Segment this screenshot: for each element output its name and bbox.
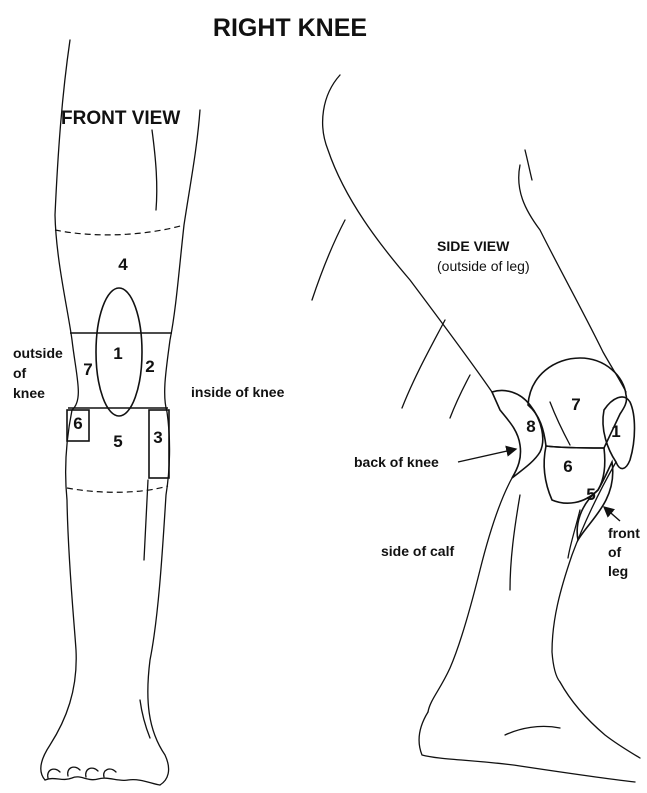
side-view-heading: SIDE VIEW xyxy=(437,238,510,254)
front-of-leg-label-line-2: of xyxy=(608,544,622,560)
front-zone-6: 6 xyxy=(73,414,82,433)
outside-label-line-1: outside xyxy=(13,345,63,361)
front-toes xyxy=(48,767,116,778)
front-zone-3: 3 xyxy=(153,428,162,447)
side-zone-6: 6 xyxy=(563,457,572,476)
side-zone-7-crease xyxy=(550,402,570,445)
side-zone-7: 7 xyxy=(571,395,580,414)
front-view: 4 1 2 7 6 3 5 FRONT VIEW outside of knee… xyxy=(13,40,285,785)
side-buttock-crease xyxy=(312,220,345,300)
side-of-calf-label: side of calf xyxy=(381,543,454,559)
side-calf-back-outline xyxy=(428,478,512,712)
front-shin-line xyxy=(144,480,148,560)
side-hamstring-line-2 xyxy=(450,375,470,418)
back-of-knee-arrow xyxy=(458,449,516,462)
front-of-leg-label-line-3: leg xyxy=(608,563,628,579)
side-view: 7 1 8 6 5 SIDE VIEW (outside of leg) bac… xyxy=(312,75,640,782)
side-zone-8: 8 xyxy=(526,417,535,436)
front-zone-5: 5 xyxy=(113,432,122,451)
front-thigh-crease xyxy=(152,130,157,210)
front-of-leg-arrow xyxy=(604,507,620,521)
front-zone-1: 1 xyxy=(113,344,122,363)
side-thigh-back-outline xyxy=(323,75,492,392)
back-of-knee-label: back of knee xyxy=(354,454,439,470)
outside-label-line-3: knee xyxy=(13,385,45,401)
side-heel-detail xyxy=(505,726,560,735)
front-zone-2: 2 xyxy=(145,357,154,376)
side-zone-1: 1 xyxy=(611,422,620,441)
side-foot-outline xyxy=(419,712,635,782)
side-calf-muscle-line xyxy=(510,495,520,590)
front-lower-dashed-line xyxy=(67,486,168,492)
front-zone-4: 4 xyxy=(118,255,128,274)
side-ankle-outline xyxy=(560,682,640,758)
front-zone-7: 7 xyxy=(83,360,92,379)
diagram-title: RIGHT KNEE xyxy=(213,14,367,42)
inside-of-knee-label: inside of knee xyxy=(191,384,285,400)
front-upper-dashed-line xyxy=(55,225,184,235)
front-view-heading: FRONT VIEW xyxy=(61,108,180,129)
side-zone-5: 5 xyxy=(586,485,595,504)
side-shin-front-outline xyxy=(552,462,616,682)
front-of-leg-label-line-1: front xyxy=(608,525,640,541)
side-thigh-front-detail xyxy=(525,150,532,180)
side-hamstring-line-1 xyxy=(402,320,445,408)
front-leg-outline-right xyxy=(148,110,200,785)
side-view-subheading: (outside of leg) xyxy=(437,258,530,274)
front-foot-outline xyxy=(45,777,160,785)
outside-label-line-2: of xyxy=(13,365,27,381)
